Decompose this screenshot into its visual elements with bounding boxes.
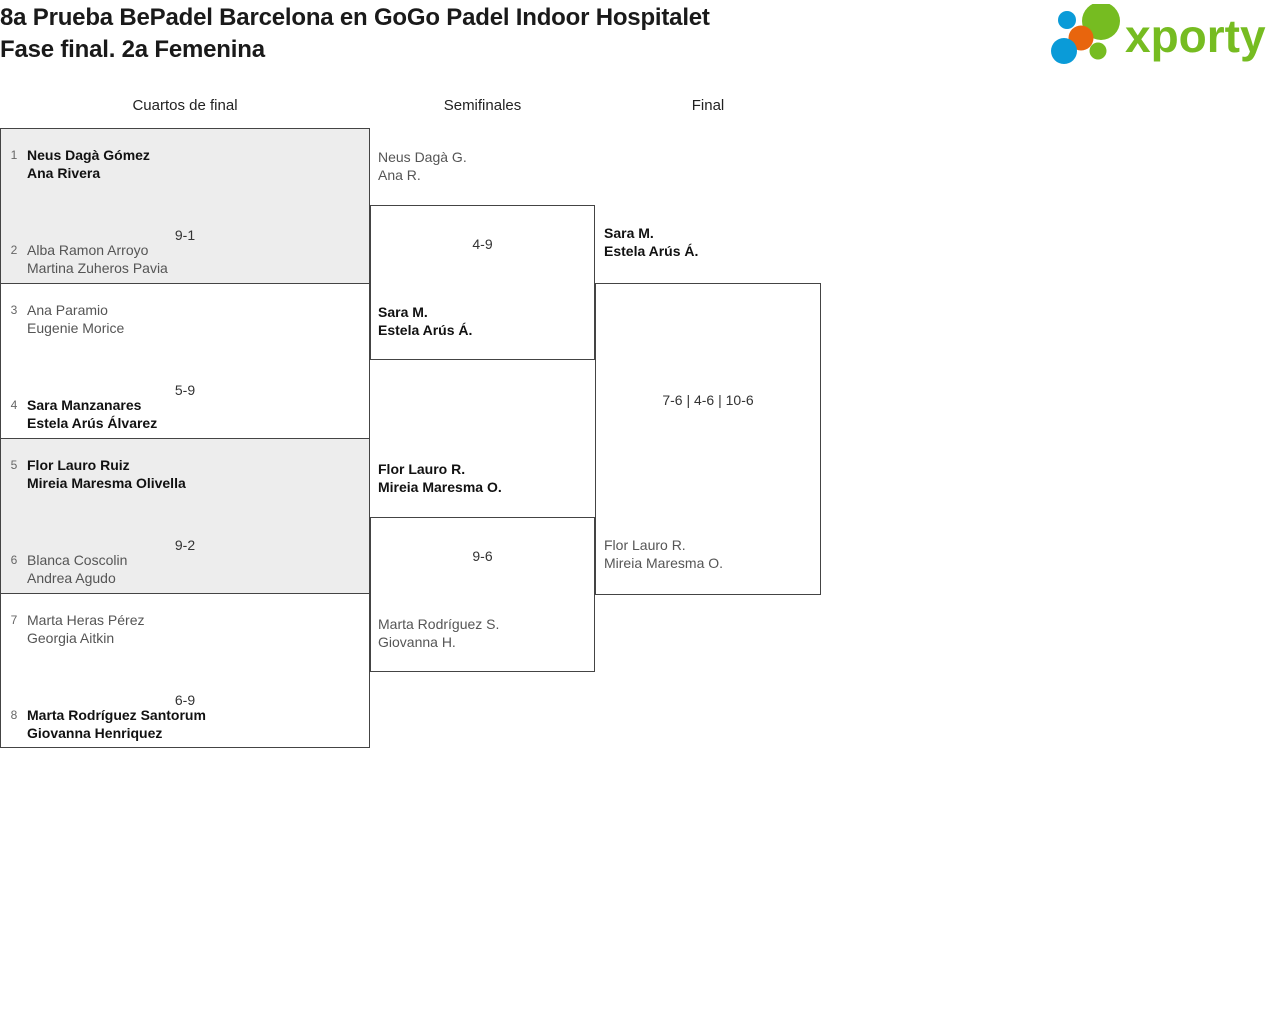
match-semifinal-2[interactable]: Flor Lauro R. Mireia Maresma O. 9-6 Mart… xyxy=(370,461,595,672)
round-header-final: Final xyxy=(691,97,725,114)
page-title-line-1: 8a Prueba BePadel Barcelona en GoGo Pade… xyxy=(0,4,710,31)
player-2: Estela Arús Á. xyxy=(378,322,473,338)
seed-number: 1 xyxy=(10,148,18,162)
team-names: Marta Rodríguez Santorum Giovanna Henriq… xyxy=(27,697,206,742)
match-score: 5-9 xyxy=(174,382,196,398)
page-title-line-2: Fase final. 2a Femenina xyxy=(0,36,265,63)
seed-number: 8 xyxy=(10,708,18,722)
team-names: Marta Rodríguez S. Giovanna H. xyxy=(378,615,499,651)
match-quarterfinal-2[interactable]: 3 Ana Paramio Eugenie Morice 5-9 4 Sara … xyxy=(0,283,370,438)
player-2: Ana R. xyxy=(378,167,421,183)
player-1: Flor Lauro Ruiz xyxy=(27,457,130,473)
player-2: Georgia Aitkin xyxy=(27,630,115,646)
match-score: 4-9 xyxy=(472,236,493,252)
page-title: 8a Prueba BePadel Barcelona en GoGo Pade… xyxy=(0,2,900,66)
seed-number: 6 xyxy=(10,553,18,567)
player-1: Neus Dagà Gómez xyxy=(27,147,150,163)
seed-number: 5 xyxy=(10,458,18,472)
match-score: 7-6 | 4-6 | 10-6 xyxy=(662,392,754,408)
round-header-quarterfinals: Cuartos de final xyxy=(132,97,238,114)
player-1: Flor Lauro R. xyxy=(604,537,686,553)
player-1: Alba Ramon Arroyo xyxy=(27,242,149,258)
match-score: 9-2 xyxy=(174,537,196,553)
match-slot-bottom[interactable]: 6 Blanca Coscolin Andrea Agudo xyxy=(1,542,369,587)
player-2: Estela Arús Álvarez xyxy=(27,415,158,431)
player-1: Marta Rodríguez Santorum xyxy=(27,707,206,723)
match-quarterfinal-3[interactable]: 5 Flor Lauro Ruiz Mireia Maresma Olivell… xyxy=(0,438,370,593)
match-slot-top[interactable]: Neus Dagà G. Ana R. xyxy=(378,148,594,184)
seed-number: 3 xyxy=(10,303,18,317)
team-names: Flor Lauro Ruiz Mireia Maresma Olivella xyxy=(27,447,186,492)
xporty-logo: xporty xyxy=(1045,4,1277,64)
match-semifinal-1[interactable]: Neus Dagà G. Ana R. 4-9 Sara M. Estela A… xyxy=(370,149,595,360)
logo-dots-icon xyxy=(1051,4,1120,64)
team-names: Neus Dagà G. Ana R. xyxy=(378,148,467,184)
match-slot-bottom[interactable]: 4 Sara Manzanares Estela Arús Álvarez xyxy=(1,387,369,432)
player-1: Sara M. xyxy=(604,225,654,241)
team-names: Flor Lauro R. Mireia Maresma O. xyxy=(604,536,723,572)
player-1: Marta Heras Pérez xyxy=(27,612,145,628)
player-1: Sara Manzanares xyxy=(27,397,142,413)
match-slot-bottom[interactable]: Sara M. Estela Arús Á. xyxy=(378,303,594,339)
match-slot-top[interactable]: 1 Neus Dagà Gómez Ana Rivera xyxy=(1,137,369,182)
match-slot-top[interactable]: Sara M. Estela Arús Á. xyxy=(604,224,820,260)
team-names: Marta Heras Pérez Georgia Aitkin xyxy=(27,602,144,647)
player-1: Sara M. xyxy=(378,304,428,320)
match-final[interactable]: Sara M. Estela Arús Á. 7-6 | 4-6 | 10-6 … xyxy=(595,225,821,595)
player-1: Ana Paramio xyxy=(27,302,108,318)
seed-number: 2 xyxy=(10,243,18,257)
player-1: Blanca Coscolin xyxy=(27,552,128,568)
match-quarterfinal-1[interactable]: 1 Neus Dagà Gómez Ana Rivera 9-1 2 Alba … xyxy=(0,128,370,283)
player-1: Flor Lauro R. xyxy=(378,461,466,477)
team-names: Neus Dagà Gómez Ana Rivera xyxy=(27,137,150,182)
match-slot-bottom[interactable]: Marta Rodríguez S. Giovanna H. xyxy=(378,615,594,651)
match-slot-top[interactable]: 7 Marta Heras Pérez Georgia Aitkin xyxy=(1,602,369,647)
seed-number: 7 xyxy=(10,613,18,627)
team-names: Sara M. Estela Arús Á. xyxy=(604,224,698,260)
player-2: Andrea Agudo xyxy=(27,570,116,586)
player-2: Martina Zuheros Pavia xyxy=(27,260,168,276)
team-names: Alba Ramon Arroyo Martina Zuheros Pavia xyxy=(27,232,168,277)
match-score: 6-9 xyxy=(174,692,196,708)
player-2: Mireia Maresma Olivella xyxy=(27,475,186,491)
match-score: 9-6 xyxy=(472,548,493,564)
match-slot-bottom[interactable]: 2 Alba Ramon Arroyo Martina Zuheros Pavi… xyxy=(1,232,369,277)
team-names: Sara Manzanares Estela Arús Álvarez xyxy=(27,387,157,432)
player-2: Eugenie Morice xyxy=(27,320,125,336)
team-names: Sara M. Estela Arús Á. xyxy=(378,303,472,339)
match-quarterfinal-4[interactable]: 7 Marta Heras Pérez Georgia Aitkin 6-9 8… xyxy=(0,593,370,748)
player-2: Mireia Maresma O. xyxy=(378,479,502,495)
round-header-semifinals: Semifinales xyxy=(443,97,522,114)
player-1: Marta Rodríguez S. xyxy=(378,616,500,632)
player-2: Ana Rivera xyxy=(27,165,101,181)
team-names: Flor Lauro R. Mireia Maresma O. xyxy=(378,460,502,496)
team-names: Blanca Coscolin Andrea Agudo xyxy=(27,542,127,587)
player-2: Mireia Maresma O. xyxy=(604,555,724,571)
player-2: Giovanna Henriquez xyxy=(27,725,163,741)
logo-wordmark: xporty xyxy=(1125,10,1266,62)
seed-number: 4 xyxy=(10,398,18,412)
match-slot-bottom[interactable]: Flor Lauro R. Mireia Maresma O. xyxy=(604,536,820,572)
match-score: 9-1 xyxy=(174,227,196,243)
match-slot-bottom[interactable]: 8 Marta Rodríguez Santorum Giovanna Henr… xyxy=(1,697,369,742)
match-slot-top[interactable]: 3 Ana Paramio Eugenie Morice xyxy=(1,292,369,337)
match-slot-top[interactable]: 5 Flor Lauro Ruiz Mireia Maresma Olivell… xyxy=(1,447,369,492)
match-slot-top[interactable]: Flor Lauro R. Mireia Maresma O. xyxy=(378,460,594,496)
player-2: Estela Arús Á. xyxy=(604,243,699,259)
player-1: Neus Dagà G. xyxy=(378,149,467,165)
team-names: Ana Paramio Eugenie Morice xyxy=(27,292,124,337)
player-2: Giovanna H. xyxy=(378,634,456,650)
